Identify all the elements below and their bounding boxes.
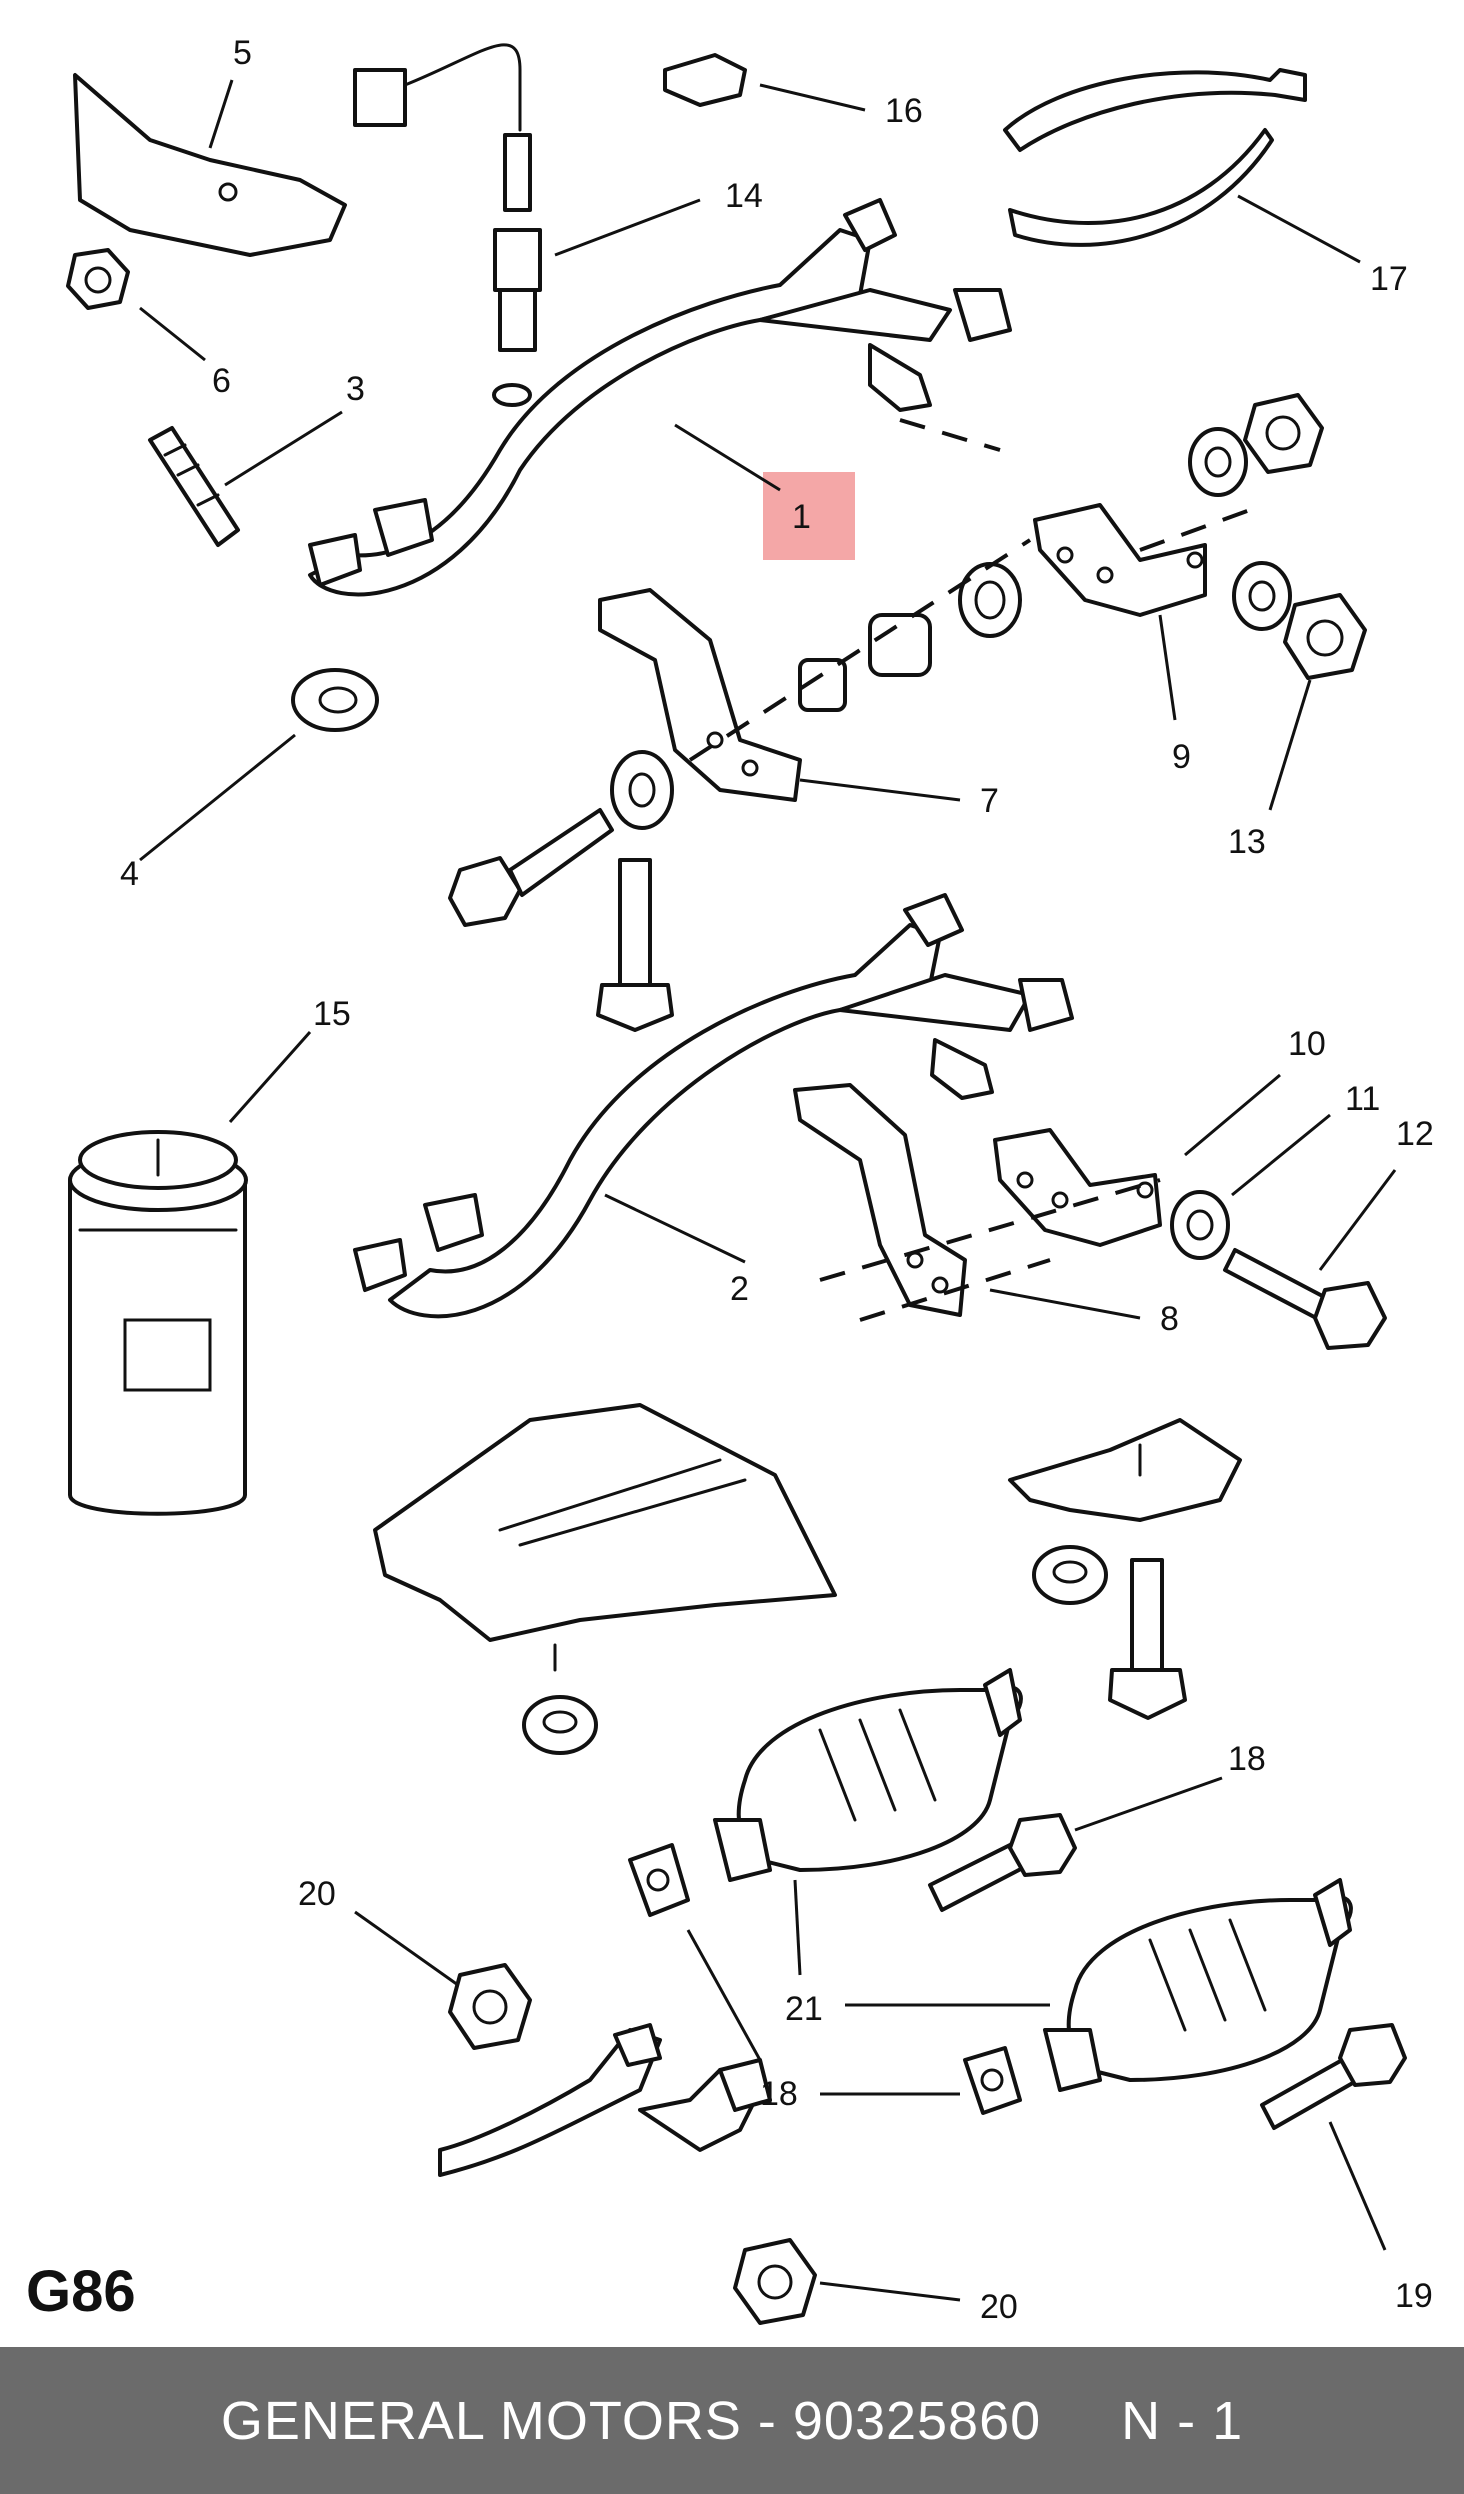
callout-11: 11 [1345,1080,1380,1118]
callout-17: 17 [1370,260,1408,298]
washer-part [1188,427,1248,497]
front-pipe-part-1 [308,198,1012,597]
bolt-part [1108,1558,1187,1720]
catalytic-converter-part [1043,1878,1353,2092]
callout-1: 1 [792,498,811,536]
callout-15: 15 [313,995,351,1033]
grommet-part [522,1695,598,1755]
rubber-mount-part [798,562,1022,712]
bracket-part-7 [598,588,802,802]
washer-part [610,750,674,830]
callout-9: 9 [1172,738,1191,776]
callout-6: 6 [212,362,231,400]
assembly-line [859,1258,1051,1322]
gasket-part [628,1843,690,1917]
assembly-line [1139,508,1251,552]
leader-lines [139,79,1397,2302]
bracket-part-9 [1033,503,1207,617]
callout-14: 14 [725,177,763,215]
clip-part-16 [663,53,747,107]
exhaust-pipe-part [438,2023,772,2177]
part-number-caption: GENERAL MOTORS - 90325860 N - 1 [220,2390,1244,2451]
callout-2: 2 [730,1270,749,1308]
callout-labels: 1 2 3 4 5 6 7 8 9 10 11 12 13 14 15 16 1… [120,34,1434,2326]
grommet-part-4 [291,668,379,732]
front-pipe-part-2 [353,893,1074,1319]
bracket-part-8 [793,1083,967,1317]
callout-13: 13 [1228,823,1266,861]
washer-part [1232,561,1292,631]
callout-20-upper: 20 [298,1875,336,1913]
callout-5: 5 [233,34,252,72]
callout-16: 16 [885,92,923,130]
bolt-part-19 [1260,2023,1407,2130]
nut-part [1243,393,1324,474]
callout-12: 12 [1396,1115,1434,1153]
gasket-part [963,2046,1022,2115]
bolt-part [596,858,674,1032]
exhaust-parts-diagram: 1 2 3 4 5 6 7 8 9 10 11 12 13 14 15 16 1… [66,34,1434,2326]
sealant-tube-part [68,1130,248,1516]
footer-bar: GENERAL MOTORS - 90325860 N - 1 [0,2347,1464,2494]
assembly-line [899,418,1001,452]
callout-3: 3 [346,370,365,408]
diagram-code: G86 [26,2259,136,2324]
callout-highlight [763,472,855,560]
nut-part-20 [448,1963,532,2050]
heat-shield-plate-part [73,73,347,257]
bolt-part-12 [1223,1248,1387,1350]
bolt-part [448,808,614,927]
callout-21: 21 [785,1990,823,2028]
oxygen-sensor-part [353,43,542,407]
nut-part-13 [1283,593,1367,680]
stud-part-3 [148,426,240,547]
callout-18-lower: 18 [760,2075,798,2113]
heat-shield-small-part [1008,1418,1242,1522]
callout-7: 7 [980,782,999,820]
washer-part-11 [1170,1190,1230,1260]
callout-18-upper: 18 [1228,1740,1266,1778]
catalytic-converter-part [713,1668,1023,1882]
callout-19: 19 [1395,2277,1433,2315]
callout-4: 4 [120,855,139,893]
callout-10: 10 [1288,1025,1326,1063]
grommet-part [1032,1545,1108,1605]
nut-part-6 [66,248,130,310]
cable-tie-part-17 [1003,68,1307,247]
assembly-line [819,1178,1161,1282]
nut-part-20 [733,2238,817,2325]
assembly-line [688,538,1032,762]
callout-8: 8 [1160,1300,1179,1338]
heat-shield-part [373,1403,837,1672]
bolt-part-18 [928,1813,1077,1912]
callout-20-lower: 20 [980,2288,1018,2326]
